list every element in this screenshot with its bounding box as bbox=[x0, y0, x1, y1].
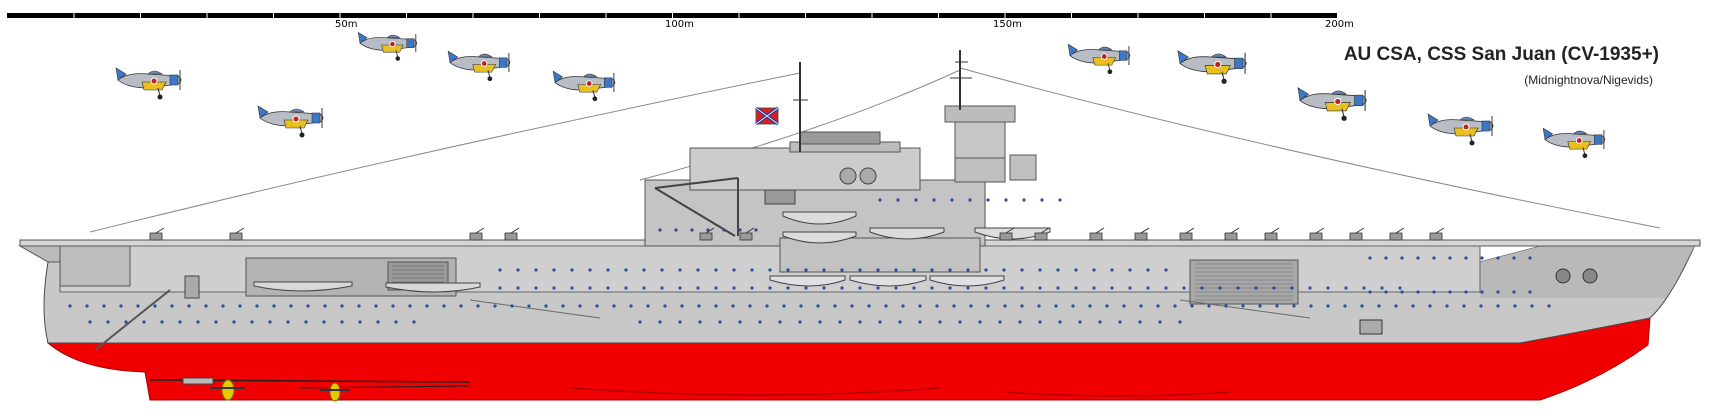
confederate-flag bbox=[755, 106, 779, 126]
aircraft-1 bbox=[115, 67, 182, 100]
aircraft-2 bbox=[257, 105, 324, 138]
portholes bbox=[68, 198, 1551, 324]
aircraft-7 bbox=[1177, 50, 1247, 84]
aircraft-4 bbox=[447, 50, 511, 82]
stern-gallery bbox=[59, 245, 200, 351]
drawing-title: AU CSA, CSS San Juan (CV-1935+) bbox=[1343, 44, 1659, 65]
bow-guns bbox=[1359, 268, 1598, 335]
aircraft-8 bbox=[1297, 87, 1367, 121]
deck-guns bbox=[149, 227, 1445, 241]
aircraft-10 bbox=[1542, 127, 1606, 159]
scale-label-150m: 150m bbox=[993, 19, 1022, 30]
hull-strakes bbox=[469, 299, 1311, 319]
ship-boats-lower bbox=[253, 281, 481, 293]
ship-boats-upper bbox=[769, 211, 1051, 287]
aircraft-group bbox=[115, 31, 1606, 159]
aircraft-5 bbox=[552, 70, 616, 102]
aircraft-3 bbox=[357, 31, 418, 61]
aircraft-6 bbox=[1067, 43, 1131, 75]
rigging-lines bbox=[89, 67, 1661, 233]
masts bbox=[793, 50, 972, 152]
scale-bar bbox=[7, 13, 1337, 18]
crane bbox=[654, 177, 739, 237]
scale-label-100m: 100m bbox=[665, 19, 694, 30]
scale-label-200m: 200m bbox=[1325, 19, 1354, 30]
propeller bbox=[210, 379, 350, 402]
aircraft-9 bbox=[1427, 113, 1494, 146]
drawing-credit: (Midnightnova/Nigevids) bbox=[1524, 73, 1653, 87]
scale-label-50m: 50m bbox=[335, 19, 358, 30]
